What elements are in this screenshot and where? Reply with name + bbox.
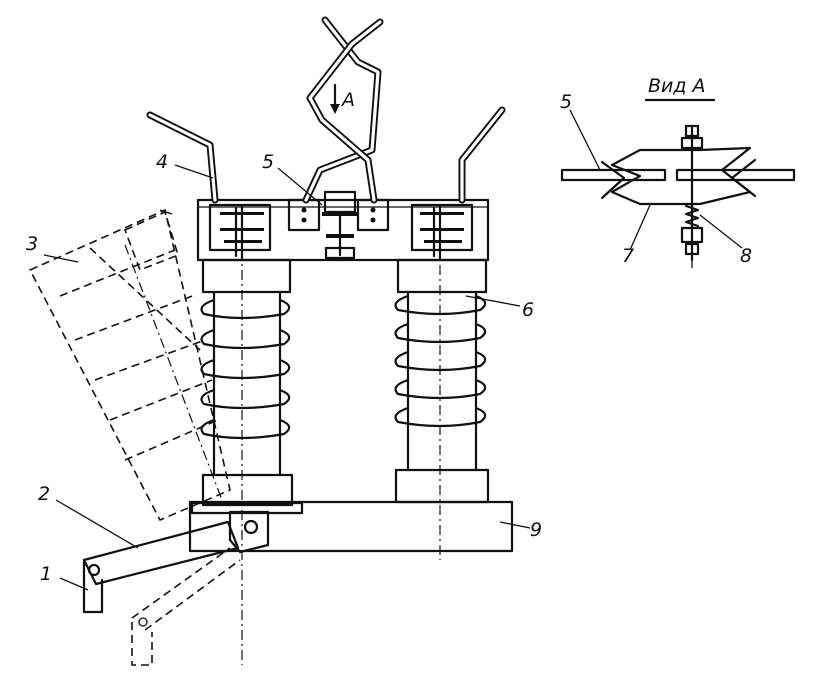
view-a-label-8: 8 xyxy=(740,245,752,267)
view-a-arrow: A xyxy=(330,83,355,114)
callout-labels: 1 2 3 4 5 6 9 xyxy=(26,151,542,585)
label-1: 1 xyxy=(40,563,52,585)
view-a-label-7: 7 xyxy=(622,245,634,267)
contact-bus xyxy=(196,190,490,262)
view-a-label-5: 5 xyxy=(560,91,572,113)
label-4: 4 xyxy=(156,151,168,173)
label-6: 6 xyxy=(522,299,534,321)
view-a-title: Вид А xyxy=(648,75,706,97)
lead-wires xyxy=(146,16,506,204)
drive-lever xyxy=(82,510,270,666)
base-frame xyxy=(188,205,514,665)
label-3: 3 xyxy=(26,233,38,255)
label-9: 9 xyxy=(530,519,542,541)
label-2: 2 xyxy=(38,483,50,505)
leader-lines xyxy=(43,164,531,591)
arrow-a-label: A xyxy=(340,89,355,111)
view-a-detail: Вид А 5 7 8 xyxy=(560,75,796,268)
left-insulator xyxy=(190,258,304,515)
label-5: 5 xyxy=(262,151,274,173)
open-blade-dashed xyxy=(28,208,231,522)
right-insulator xyxy=(394,258,490,504)
